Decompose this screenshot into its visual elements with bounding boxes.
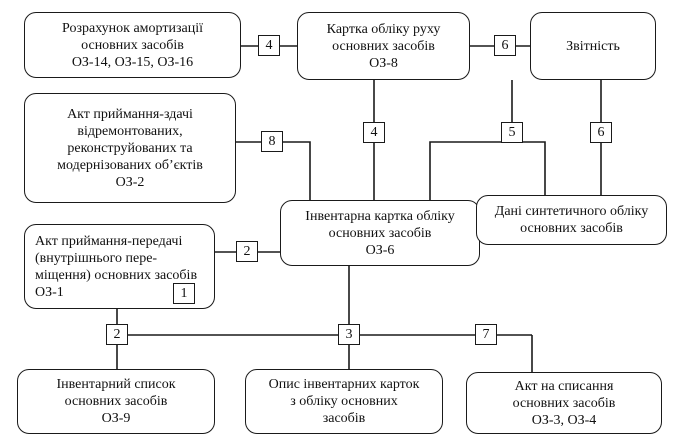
flow-tag-movement-synthetic: 5: [501, 122, 523, 143]
node-text-line: Інвентарна картка обліку: [305, 208, 455, 224]
node-text-line: реконструйованих та: [67, 140, 193, 156]
node-text-line: Розрахунок амортизації: [62, 20, 203, 36]
flow-tag-repair-inventory: 8: [261, 131, 283, 152]
flow-tag-movement-inventory: 4: [363, 122, 385, 143]
node-text-line: Акт приймання-здачі: [67, 106, 193, 122]
node-text-line: основних засобів: [512, 395, 616, 411]
node-text-line: Картка обліку руху: [326, 21, 441, 37]
node-text-line: Інвентарний список: [56, 377, 176, 392]
node-text-line: ОЗ-3, ОЗ-4: [531, 412, 597, 428]
wire-movement-synthetic: [429, 80, 513, 200]
node-text-line: основних засобів: [81, 37, 184, 53]
node-text-line: міщення) основних засобів: [35, 267, 198, 283]
transfer-act-node: Акт приймання-передачі(внутрішнього пере…: [24, 224, 215, 309]
node-text-line: ОЗ-14, ОЗ-15, ОЗ-16: [71, 54, 194, 70]
node-text-line: Дані синтетичного обліку: [494, 204, 649, 219]
flow-tag-transfer-inventory: 2: [236, 241, 258, 262]
node-text-line: ОЗ-6: [365, 242, 395, 258]
node-text-line: (внутрішнього пере-: [35, 250, 158, 266]
flow-tag-transfer-inner: 1: [173, 283, 195, 304]
flow-tag-movement-reporting: 6: [494, 35, 516, 56]
flow-tag-bus-writeoff: 7: [475, 324, 497, 345]
node-text-line: засобів: [322, 411, 366, 426]
flow-tag-bus-inventory-list: 2: [106, 324, 128, 345]
node-text-line: ОЗ-8: [369, 55, 398, 71]
node-text-line: основних засобів: [328, 225, 432, 241]
node-text-line: Звітність: [566, 38, 620, 54]
flow-tag-reporting-synthetic: 6: [590, 122, 612, 143]
node-text-line: основних засобів: [520, 221, 623, 236]
node-text-line: Акт приймання-передачі: [35, 233, 183, 249]
node-text-line: Акт на списання: [514, 378, 614, 394]
node-text-line: ОЗ-9: [101, 411, 131, 426]
reporting-node: Звітність: [530, 12, 656, 80]
flow-tag-depreciation-movement: 4: [258, 35, 280, 56]
node-text-line: ОЗ-1: [35, 284, 64, 300]
node-text-line: відремонтованих,: [77, 123, 183, 139]
wire-repair-inventory: [236, 141, 311, 200]
node-text-line: основних засобів: [332, 38, 435, 54]
node-text-line: модернізованих об’єктів: [57, 157, 203, 173]
node-text-line: ОЗ-2: [115, 174, 145, 190]
cards-register-node: Опис інвентарних карток з обліку основних…: [245, 369, 443, 434]
flow-tag-bus-cards-register: 3: [338, 324, 360, 345]
node-text-line: з обліку основних: [290, 394, 398, 409]
synthetic-data-node: Дані синтетичного обліку основних засобів: [476, 195, 667, 245]
node-text-line: основних засобів: [64, 394, 168, 409]
wire-synthetic-branch: [512, 141, 546, 195]
node-text-line: Опис інвентарних карток: [268, 377, 420, 392]
